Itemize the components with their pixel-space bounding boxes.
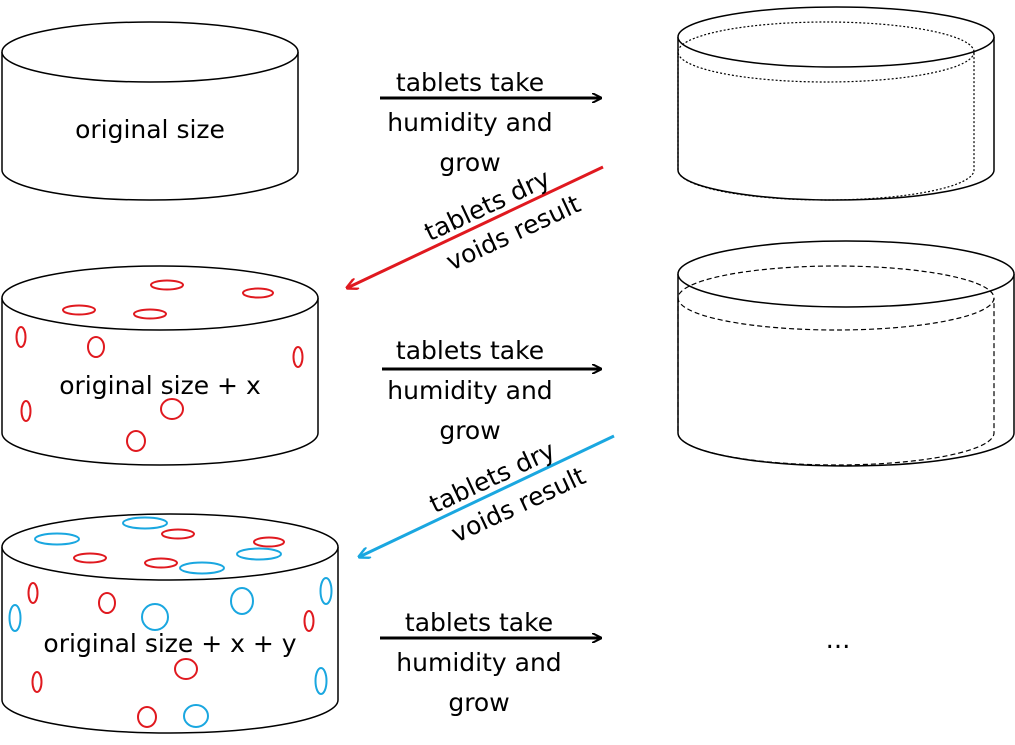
red-voids-tablet-2 bbox=[15, 279, 304, 452]
grow-arrow-2-line-1: tablets take bbox=[396, 336, 544, 365]
grow-arrow-1-line-3: grow bbox=[439, 148, 500, 177]
original-outline-2 bbox=[677, 265, 995, 466]
grow-arrow-1-line-1: tablets take bbox=[396, 68, 544, 97]
swollen-tablet-1 bbox=[677, 6, 995, 201]
grow-arrow-3-line-3: grow bbox=[448, 688, 509, 717]
blue-voids-tablet-3 bbox=[8, 516, 333, 728]
grow-arrow-3-line-1: tablets take bbox=[405, 608, 553, 637]
tablet-size-x-y bbox=[1, 513, 339, 734]
grow-arrow-2: tablets take humidity and grow bbox=[382, 336, 601, 445]
grow-arrow-1: tablets take humidity and grow bbox=[380, 68, 601, 177]
grow-arrow-2-line-2: humidity and bbox=[387, 376, 552, 405]
tablet-original bbox=[1, 21, 299, 201]
tablet-label-size-x-y: original size + x + y bbox=[43, 629, 296, 658]
swollen-tablet-2 bbox=[677, 240, 1015, 467]
grow-arrow-1-line-2: humidity and bbox=[387, 108, 552, 137]
grow-arrow-2-line-3: grow bbox=[439, 416, 500, 445]
dry-arrow-blue: tablets dry voids result bbox=[359, 434, 615, 557]
tablet-label-original: original size bbox=[75, 115, 225, 144]
red-voids-tablet-3 bbox=[27, 528, 315, 728]
grow-arrow-3: tablets take humidity and grow bbox=[380, 608, 601, 717]
continuation-ellipsis: ... bbox=[826, 625, 851, 655]
original-outline-1 bbox=[677, 21, 975, 201]
tablet-label-size-x: original size + x bbox=[59, 371, 261, 400]
grow-arrow-3-line-2: humidity and bbox=[396, 648, 561, 677]
